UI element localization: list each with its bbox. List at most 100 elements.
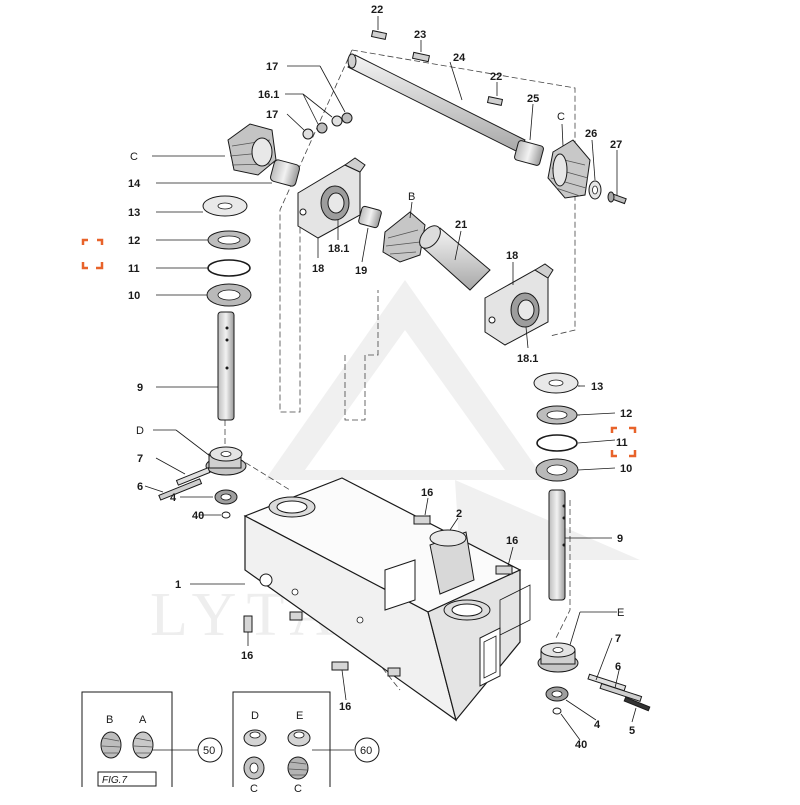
label-1: 1 [175,579,181,591]
label-18-lower: 18 [506,250,518,262]
label-18-1-upper: 18.1 [328,243,349,255]
circlip-11-left [207,259,251,277]
label-6-right: 6 [615,661,621,673]
label-11-right: 11 [616,437,628,449]
label-16-c: 16 [241,650,253,662]
bushing-25 [514,140,544,166]
label-4-left: 4 [170,492,177,504]
leader-lines [144,16,637,741]
inset-label-b: B [106,714,113,726]
key-22b [486,96,504,106]
label-9-left: 9 [137,382,143,394]
label-22-top: 22 [371,4,383,16]
pin-6-left [158,478,203,501]
label-c-right: C [557,111,565,123]
label-12-right: 12 [620,408,632,420]
gear-c-thumb-right [287,756,309,780]
key-22a [370,30,388,40]
gear-c-thumb-left [243,756,265,780]
label-27: 27 [610,139,622,151]
label-18-1-lower: 18.1 [517,353,538,365]
label-b: B [408,191,415,203]
inset-fig7: B A FIG.7 50 [81,691,223,787]
label-16-a: 16 [421,487,433,499]
highlight-markers [81,238,637,458]
spring-pin-5 [623,696,651,712]
bolt-16c [243,615,253,633]
key-23 [411,51,431,63]
label-21: 21 [455,219,467,231]
circlip-11-right [536,434,578,452]
hub-d-thumb [243,729,267,747]
ref-circle-50 [197,737,223,763]
bearing-bracket-lower [484,263,554,346]
label-7-right: 7 [615,633,621,645]
label-5: 5 [629,725,635,737]
label-26: 26 [585,128,597,140]
label-14: 14 [128,178,141,190]
bevel-gear-c-right [547,139,591,199]
bolt-16b [495,565,513,575]
inset-de: D E C C 60 [232,691,380,795]
label-16-1: 16.1 [258,89,279,101]
drive-shaft [347,30,526,153]
label-e: E [617,607,624,619]
label-23: 23 [414,29,426,41]
label-40-right: 40 [575,739,587,751]
inset-label-e: E [296,710,303,722]
gear-b-thumb [100,731,122,759]
inset-label-c-left: C [250,783,258,795]
label-18-upper: 18 [312,263,324,275]
ref-circle-60 [354,737,380,763]
label-d: D [136,425,144,437]
label-2: 2 [456,508,462,520]
inset-label-c-right: C [294,783,302,795]
washer-26 [588,180,602,200]
right-stack [533,372,579,601]
fig-caption-box [97,771,157,787]
pin-6-right [599,682,643,702]
bevel-gear-b [382,211,426,263]
label-9-right: 9 [617,533,623,545]
label-12-left: 12 [128,235,140,247]
label-10-left: 10 [128,290,140,302]
hub-d-left [158,446,247,519]
bearing-bracket-upper [297,157,366,239]
tube-21 [419,225,491,291]
screw-27 [607,191,627,205]
inset-label-a: A [139,714,147,726]
label-16-d: 16 [339,701,351,713]
bolt-16a [413,515,431,525]
hub-e-thumb [287,729,311,747]
label-6-left: 6 [137,481,143,493]
inset-label-d: D [251,710,259,722]
label-11-left: 11 [128,263,140,275]
label-7-left: 7 [137,453,143,465]
ref-60-text: 60 [360,745,372,757]
label-22-right: 22 [490,71,502,83]
washer-40-left [221,511,231,519]
label-c-left: C [130,151,138,163]
washer-40-right [552,707,562,715]
ref-50-text: 50 [203,745,215,757]
part-labels: 22 23 24 22 25 17 16.1 17 C C 26 27 14 1… [128,4,635,751]
shaft-9-left [217,311,235,421]
bolt-16d [331,661,349,671]
label-13-left: 13 [128,207,140,219]
nuts-17 [302,112,353,140]
gear-a-thumb [132,731,154,759]
label-25: 25 [527,93,539,105]
label-17-top: 17 [266,61,278,73]
tube-2 [429,529,475,595]
label-10-right: 10 [620,463,632,475]
label-40-left: 40 [192,510,204,522]
label-24: 24 [453,52,466,64]
left-stack [202,195,252,421]
bushing-19 [358,205,382,229]
fig-caption: FIG.7 [102,775,127,786]
hub-e-right [537,642,651,715]
pin-7-left [175,467,211,486]
label-16-b: 16 [506,535,518,547]
